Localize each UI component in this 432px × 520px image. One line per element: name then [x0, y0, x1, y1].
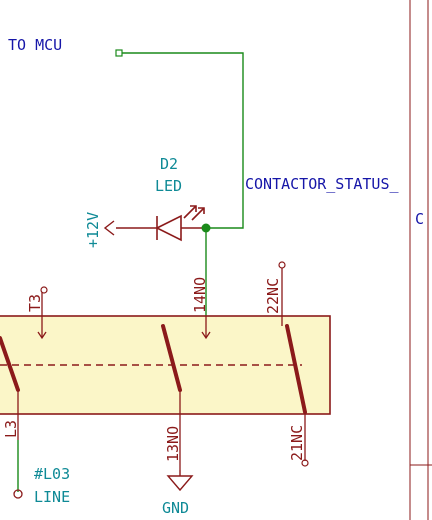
- junction-dot: [201, 223, 211, 233]
- sheet-border: [409, 0, 432, 520]
- 22nc-connector: [278, 261, 286, 269]
- pin-l3-label: L3: [2, 420, 20, 438]
- gnd-symbol: [166, 470, 194, 492]
- t3-connector: [40, 286, 48, 294]
- border-letter: C: [415, 210, 424, 228]
- pin-t3-label: T3: [26, 294, 44, 312]
- line-connector: [13, 489, 23, 499]
- gnd-label: GND: [162, 499, 189, 517]
- d2-reference: D2: [160, 155, 178, 173]
- pin-13no-label: 13NO: [164, 426, 182, 462]
- power-12v-label: +12V: [84, 212, 102, 248]
- contact-blades: [0, 324, 307, 414]
- mcu-wire: [122, 52, 244, 229]
- led-d2-symbol: [116, 205, 205, 242]
- top-pins: [37, 268, 283, 340]
- to-mcu-connector: [115, 49, 123, 57]
- pin-14no-label: 14NO: [191, 277, 209, 313]
- power-12v-symbol: [103, 220, 115, 236]
- contactor-status-net-label: CONTACTOR_STATUS_: [245, 175, 399, 193]
- 21nc-connector: [301, 459, 309, 467]
- l03-net-label: #L03: [34, 465, 70, 483]
- pin-22nc-label: 22NC: [264, 278, 282, 314]
- bottom-pins: [17, 390, 306, 470]
- line-net-label: LINE: [34, 488, 70, 506]
- to-mcu-label: TO MCU: [8, 36, 62, 54]
- d2-value: LED: [155, 177, 182, 195]
- pin-21nc-label: 21NC: [288, 425, 306, 461]
